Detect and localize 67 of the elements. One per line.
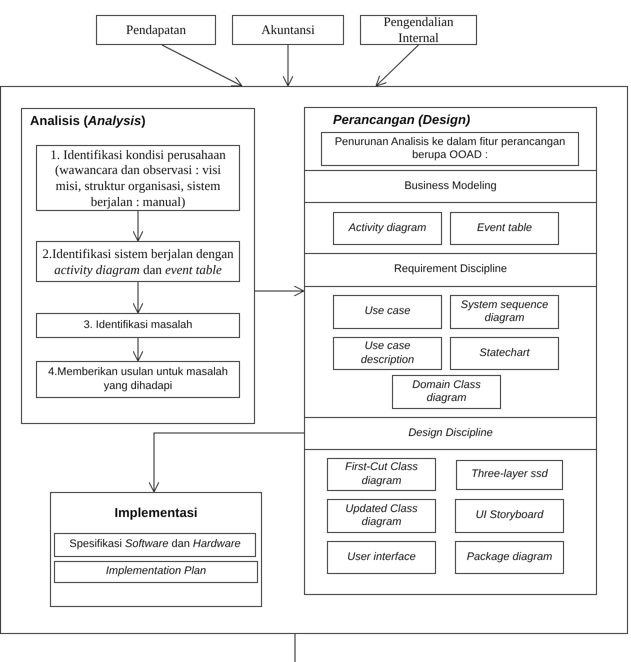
box-text: Spesifikasi Software dan Hardware [68, 538, 242, 552]
box-text: System sequence diagram [460, 298, 550, 326]
panel-heading: Perancangan (Design) [333, 112, 470, 128]
description-box [321, 132, 579, 166]
arrow [254, 286, 304, 296]
box-text: Use case description [360, 340, 416, 367]
box-text: 3. Identifikasi masalah [82, 318, 194, 332]
box-text: Use case [364, 305, 412, 319]
analysis-panel [21, 108, 255, 424]
box-text: 4.Memberikan usulan untuk masalah yang dihadapi [47, 366, 229, 393]
box-text: Pendapatan [125, 22, 187, 38]
connector-line [294, 634, 296, 662]
box-text: Three-layer ssd [470, 468, 549, 482]
arrow [148, 432, 304, 492]
box-text: Requirement Discipline [392, 263, 508, 277]
arrow [162, 44, 242, 86]
panel-heading: Implementasi [113, 505, 199, 521]
implementation-panel [50, 492, 262, 607]
artifact-box [333, 212, 442, 245]
box-text: Penurunan Analisis ke dalam fitur perancangan berupa OOAD : [334, 136, 566, 162]
artifact-box [455, 499, 564, 533]
panel-heading: Analisis (Analysis) [30, 113, 146, 129]
spec-box [54, 533, 256, 557]
arrow [132, 338, 144, 362]
box-text: 1. Identifikasi kondisi perusahaan (wawancara dan observasi : visi misi, struktur organisasi, sistem berjalan : manual) [49, 146, 227, 210]
input-box [232, 15, 344, 45]
arrow [376, 44, 419, 86]
box-text: Updated Class diagram [344, 502, 419, 530]
box-text: Design Discipline [407, 426, 494, 440]
artifact-box [450, 212, 559, 245]
input-box [360, 15, 477, 45]
plan-box [54, 561, 258, 583]
section-band [304, 253, 597, 287]
box-text: Package diagram [466, 550, 554, 564]
step-box [36, 313, 240, 338]
arrow [132, 282, 144, 314]
arrow [132, 210, 144, 242]
artifact-box [327, 458, 436, 491]
design-panel [304, 107, 597, 595]
artifact-box [333, 337, 442, 370]
step-box [36, 361, 240, 398]
input-box [96, 15, 216, 45]
section-band [304, 170, 597, 203]
artifact-box [456, 460, 563, 490]
artifact-box [450, 337, 559, 370]
box-text: Event table [476, 222, 534, 236]
artifact-box [392, 375, 501, 409]
box-text: User interface [346, 550, 417, 564]
arrow [282, 44, 294, 86]
box-text: Akuntansi [260, 22, 316, 38]
box-text: Implementation Plan [104, 565, 208, 579]
outer-frame [0, 86, 628, 634]
artifact-box [455, 541, 564, 574]
box-text: First-Cut Class diagram [344, 461, 419, 488]
section-band [304, 417, 597, 450]
box-text: UI Storyboard [474, 509, 545, 523]
step-box [36, 145, 240, 211]
box-text: Pengendalian Internal [382, 14, 455, 46]
box-text: Business Modeling [403, 180, 498, 194]
artifact-box [450, 295, 559, 329]
box-text: Domain Class diagram [411, 378, 482, 406]
box-text: 2.Identifikasi sistem berjalan dengan activity diagram dan event table [41, 246, 235, 278]
artifact-box [327, 541, 436, 574]
box-text: Statechart [478, 346, 531, 360]
artifact-box [327, 499, 436, 533]
box-text: Activity diagram [347, 222, 428, 236]
artifact-box [333, 295, 442, 329]
